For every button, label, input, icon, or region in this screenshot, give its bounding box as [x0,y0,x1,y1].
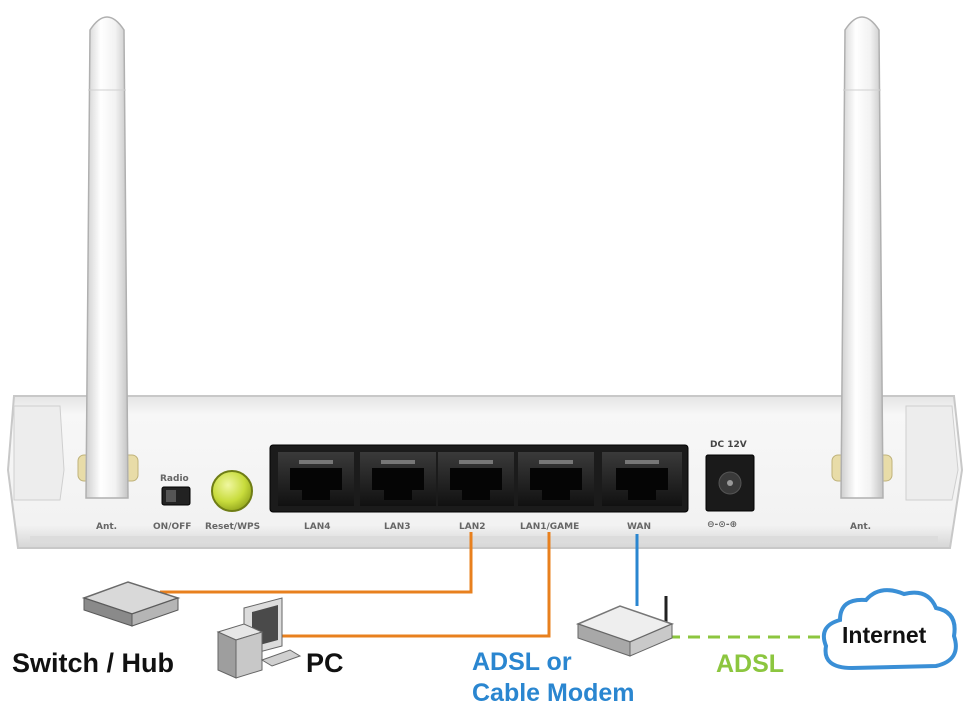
lan1-game-port[interactable] [518,452,594,506]
reset-wps-button[interactable] [212,471,252,511]
port-panel [270,445,688,512]
lan3-port[interactable] [360,452,436,506]
antenna-right [832,17,892,498]
antenna-left-label: Ant. [96,522,117,532]
switch-hub-label: Switch / Hub [12,648,174,679]
wan-label: WAN [627,522,651,532]
lan2-label: LAN2 [459,522,486,532]
radio-switch[interactable] [162,487,190,505]
lan1-game-label: LAN1/GAME [520,522,579,532]
on-off-label: ON/OFF [153,522,191,532]
modem-icon [578,596,672,656]
switch-hub-icon [84,582,178,626]
wan-port[interactable] [602,452,682,506]
radio-label: Radio [160,474,189,484]
dc-label: DC 12V [710,440,747,450]
pc-icon [218,598,300,678]
lan2-port[interactable] [438,452,514,506]
lan3-label: LAN3 [384,522,411,532]
antenna-right-label: Ant. [850,522,871,532]
modem-label-line2: Cable Modem [472,679,635,708]
dc-power-jack[interactable] [706,455,754,511]
reset-wps-label: Reset/WPS [205,522,260,532]
adsl-label: ADSL [716,650,784,679]
lan4-label: LAN4 [304,522,331,532]
polarity-label: ⊖-⊙-⊕ [707,520,737,530]
internet-label: Internet [842,622,926,649]
pc-label: PC [306,648,344,679]
lan4-port[interactable] [278,452,354,506]
modem-label-line1: ADSL or [472,648,572,677]
